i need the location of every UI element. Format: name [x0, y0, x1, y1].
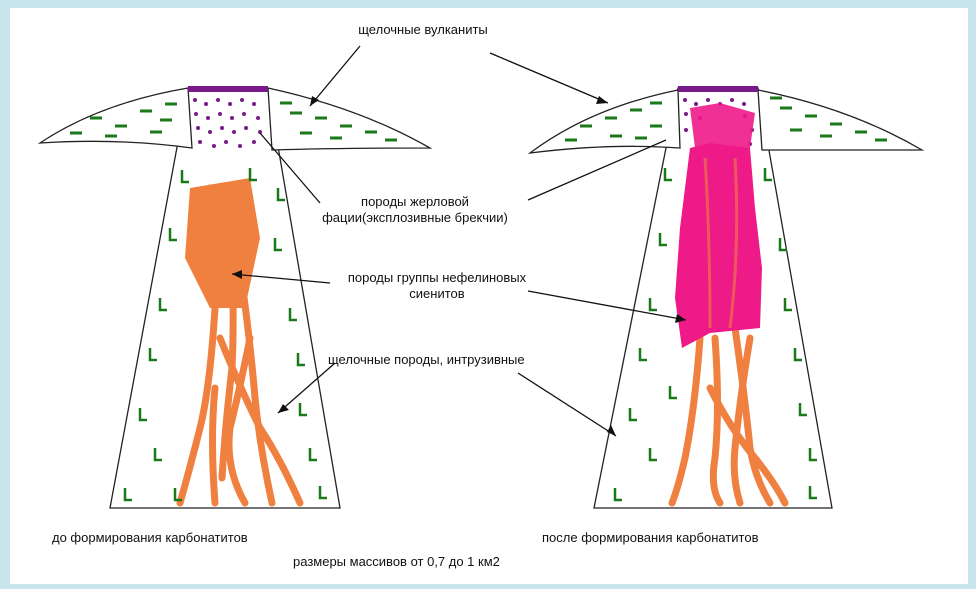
right-crater-cap — [678, 86, 758, 92]
left-crater-cap — [188, 86, 268, 92]
left-volcanic-lens-left — [40, 88, 192, 148]
right-carbonatite-body — [675, 143, 762, 348]
label-crater-facies: породы жерловой фации(эксплозивные брекч… — [315, 194, 515, 226]
label-nepheline-syenite: породы группы нефелиновых сиенитов — [322, 270, 552, 302]
label-intrusive: щелочные породы, интрузивные — [328, 352, 538, 368]
diagram-canvas: щелочные вулканиты породы жерловой фации… — [10, 8, 968, 584]
right-volcano — [530, 86, 922, 508]
label-volcanics: щелочные вулканиты — [328, 22, 518, 38]
right-volcanic-lens-right — [758, 90, 922, 150]
caption-bottom: размеры массивов от 0,7 до 1 км2 — [293, 554, 500, 570]
caption-left: до формирования карбонатитов — [52, 530, 248, 546]
caption-right: после формирования карбонатитов — [542, 530, 759, 546]
left-volcanic-lens-right — [268, 88, 430, 150]
